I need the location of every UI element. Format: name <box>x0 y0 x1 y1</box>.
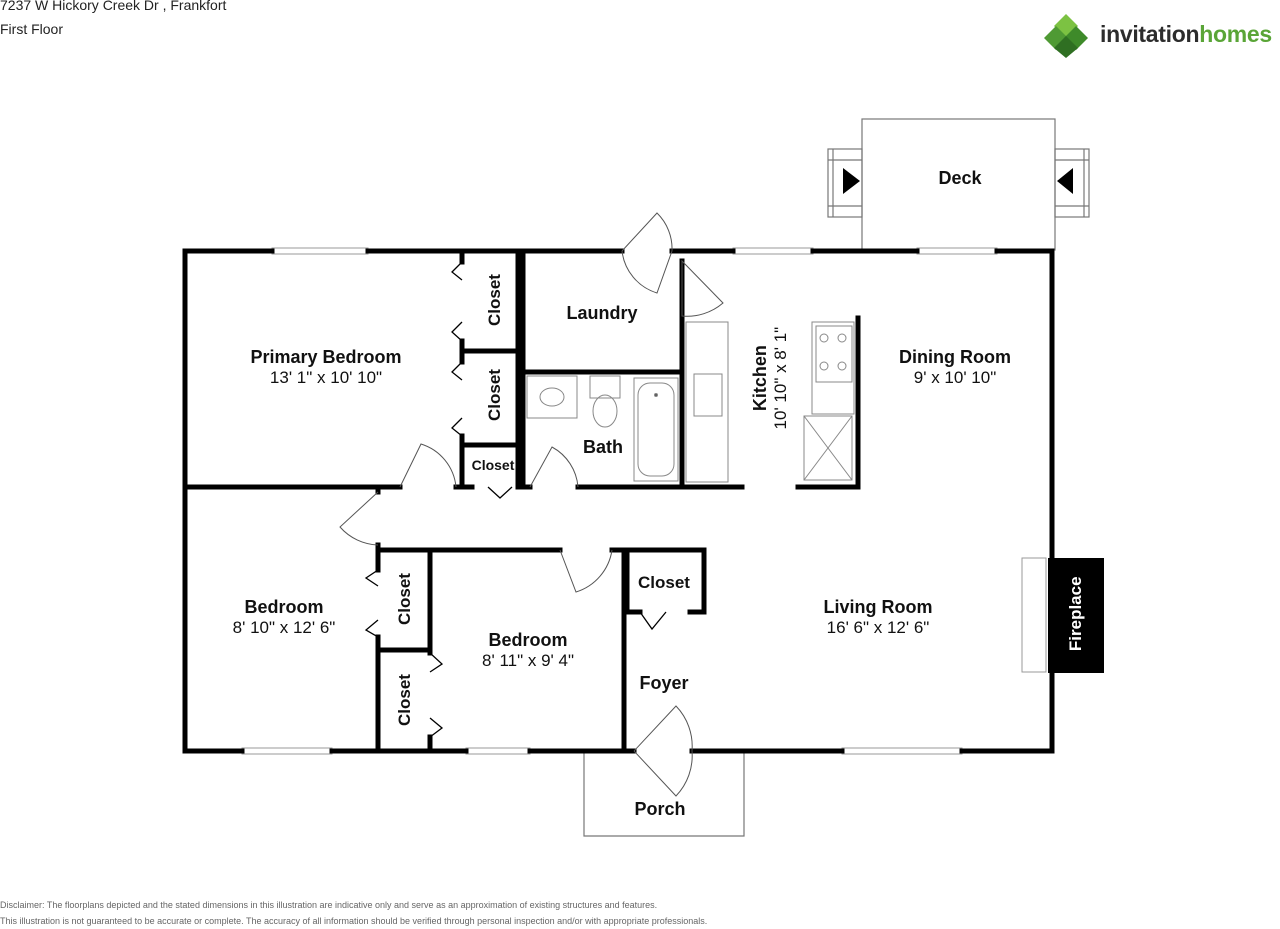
room-dimensions: 8' 10" x 12' 6" <box>232 617 336 637</box>
bedroom-left-label: Bedroom 8' 10" x 12' 6" <box>194 597 374 637</box>
stair-arrow-icon <box>843 168 1073 194</box>
exterior-walls <box>182 248 1055 754</box>
bath-fixtures <box>526 375 679 482</box>
room-name: Primary Bedroom <box>250 347 402 367</box>
property-address: 7237 W Hickory Creek Dr , Frankfort <box>0 0 227 13</box>
room-name: Bedroom <box>488 630 568 650</box>
deck-label: Deck <box>912 168 1008 189</box>
closet-doors <box>364 261 667 738</box>
room-name: Dining Room <box>899 347 1011 367</box>
primary-bedroom-label: Primary Bedroom 13' 1" x 10' 10" <box>216 347 436 387</box>
room-dimensions: 9' x 10' 10" <box>913 367 997 387</box>
closet-label-5: Closet <box>395 573 414 625</box>
closet-label-1: Closet <box>485 274 504 326</box>
fireplace-label: Fireplace <box>1066 566 1086 662</box>
dining-room-label: Dining Room 9' x 10' 10" <box>880 347 1030 387</box>
closet-label-6: Closet <box>395 674 414 726</box>
room-name: Bath <box>583 437 623 457</box>
room-name: Bedroom <box>244 597 324 617</box>
porch-structure <box>583 752 745 837</box>
brand-logo: invitationhomes <box>1044 12 1280 58</box>
bath-label: Bath <box>568 437 638 458</box>
floor-label: First Floor <box>0 21 63 37</box>
room-name: Porch <box>634 799 686 819</box>
fireplace-structure <box>1021 557 1104 673</box>
foyer-label: Foyer <box>628 673 700 694</box>
logo-mark-icon <box>1044 14 1088 58</box>
interior-walls <box>182 248 861 754</box>
logo-word-invitation: invitation <box>1100 21 1200 47</box>
room-dimensions: 13' 1" x 10' 10" <box>269 367 383 387</box>
closet-label-2: Closet <box>485 369 504 421</box>
disclaimer-line-1: Disclaimer: The floorplans depicted and … <box>0 900 658 910</box>
logo-word-homes: homes <box>1199 21 1272 47</box>
room-name: Kitchen <box>749 345 770 412</box>
room-dimensions: 10' 10" x 8' 1" <box>770 326 790 430</box>
windows <box>241 247 998 755</box>
disclaimer-line-2: This illustration is not guaranteed to b… <box>0 916 708 926</box>
room-name: Living Room <box>823 597 933 617</box>
porch-label: Porch <box>620 799 700 820</box>
kitchen-fixtures <box>685 321 855 483</box>
room-name: Laundry <box>566 303 638 323</box>
closet-label-4: Closet <box>638 573 690 592</box>
disclaimer: Disclaimer: The floorplans depicted and … <box>0 897 707 929</box>
room-name: Deck <box>938 168 982 188</box>
kitchen-label: Kitchen 10' 10" x 8' 1" <box>750 308 790 448</box>
room-dimensions: 16' 6" x 12' 6" <box>826 617 930 637</box>
room-dimensions: 8' 11" x 9' 4" <box>482 650 574 670</box>
room-name: Fireplace <box>1066 576 1086 652</box>
door-swings <box>339 212 724 797</box>
laundry-label: Laundry <box>540 303 664 324</box>
closet-label-3: Closet <box>471 457 515 473</box>
living-room-label: Living Room 16' 6" x 12' 6" <box>790 597 966 637</box>
bedroom-middle-label: Bedroom 8' 11" x 9' 4" <box>440 630 616 670</box>
room-name: Foyer <box>639 673 689 693</box>
